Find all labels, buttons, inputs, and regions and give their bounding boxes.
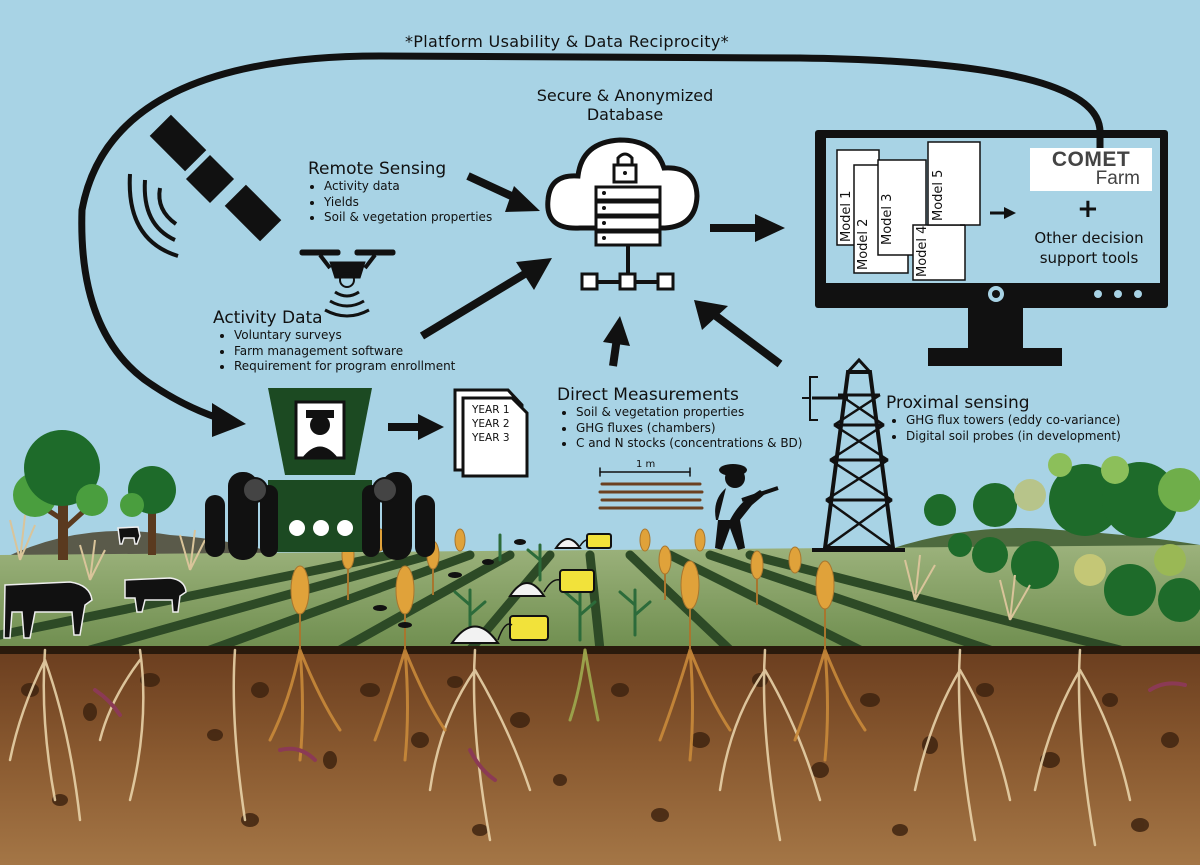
model-label: Model 2 — [856, 218, 871, 270]
arrow-models-to-comet — [990, 207, 1016, 219]
trees-right — [924, 453, 1200, 622]
list-item: GHG fluxes (chambers) — [576, 421, 802, 437]
model-label: Model 5 — [931, 169, 946, 221]
tree-left — [13, 430, 176, 560]
green-plants — [453, 533, 652, 642]
list-item: Requirement for program enrollment — [234, 359, 455, 375]
direct-measurements-title: Direct Measurements — [557, 385, 739, 405]
activity-data-list: Voluntary surveys Farm management softwa… — [218, 328, 455, 375]
flux-tower — [802, 357, 905, 552]
comet-farm-logo: COMET Farm — [1030, 148, 1152, 191]
drone-icon — [299, 249, 396, 318]
soil-holes — [373, 539, 526, 628]
database-title: Secure & Anonymized Database — [520, 86, 730, 124]
year-list: YEAR 1 YEAR 2 YEAR 3 — [472, 403, 510, 445]
list-item: Activity data — [324, 179, 492, 195]
list-item: Yields — [324, 195, 492, 211]
arrow-db-to-monitor — [710, 214, 785, 242]
reciprocity-loop-arrow — [78, 52, 1104, 422]
reciprocity-label: *Platform Usability & Data Reciprocity* — [405, 32, 729, 51]
year-label: YEAR 1 — [472, 404, 510, 416]
arrow-remote-to-db — [466, 172, 540, 212]
list-item: Digital soil probes (in development) — [906, 429, 1121, 445]
soil-pebbles — [21, 673, 1179, 836]
year-label: YEAR 3 — [472, 432, 510, 444]
comet-logo-farm: Farm — [1095, 168, 1140, 189]
list-item: Voluntary surveys — [234, 328, 455, 344]
remote-sensing-list: Activity data Yields Soil & vegetation p… — [308, 179, 492, 226]
loop-arrowhead — [212, 403, 246, 437]
list-item: Farm management software — [234, 344, 455, 360]
cloud-database-icon — [545, 137, 700, 291]
list-item: Soil & vegetation properties — [576, 405, 802, 421]
scale-bar — [598, 467, 704, 510]
farmer-silhouette — [715, 464, 779, 550]
comet-logo-word: COMET — [1051, 148, 1131, 171]
list-item: C and N stocks (concentrations & BD) — [576, 436, 802, 452]
roots — [8, 648, 1132, 847]
satellite-icon — [127, 114, 282, 258]
list-item: Soil & vegetation properties — [324, 210, 492, 226]
activity-data-title: Activity Data — [213, 308, 323, 328]
year-label: YEAR 2 — [472, 418, 510, 430]
arrow-proximal-to-db — [694, 300, 783, 368]
proximal-sensing-title: Proximal sensing — [886, 393, 1030, 413]
database-title-line1: Secure & Anonymized — [536, 86, 714, 105]
arrow-tractor-to-docs — [388, 414, 444, 440]
model-label: Model 3 — [880, 193, 895, 245]
direct-measurements-list: Soil & vegetation properties GHG fluxes … — [560, 405, 802, 452]
plus-sign: + — [1077, 194, 1099, 224]
arrow-direct-to-db — [603, 316, 630, 367]
dry-grass — [9, 514, 1031, 621]
year-documents — [453, 388, 529, 478]
scale-label: 1 m — [636, 459, 656, 470]
crop-rows — [0, 550, 1125, 655]
list-item: GHG flux towers (eddy co-variance) — [906, 413, 1121, 429]
earthworms — [93, 681, 1187, 782]
tractor — [205, 388, 435, 560]
proximal-sensing-list: GHG flux towers (eddy co-variance) Digit… — [890, 413, 1121, 444]
model-label: Model 1 — [839, 190, 854, 242]
soil-layer — [0, 650, 1200, 865]
other-tools-line1: Other decision — [1034, 229, 1144, 247]
model-cards — [836, 141, 981, 281]
other-tools-line2: support tools — [1039, 249, 1139, 267]
flow-arrows — [388, 172, 1016, 440]
cows — [3, 526, 187, 639]
remote-sensing-title: Remote Sensing — [308, 159, 447, 179]
arrow-activity-to-db — [419, 258, 552, 340]
database-title-line2: Database — [586, 105, 664, 124]
gas-chambers — [450, 533, 612, 644]
model-label: Model 4 — [915, 225, 930, 277]
other-tools-label: Other decision support tools — [1018, 228, 1160, 268]
